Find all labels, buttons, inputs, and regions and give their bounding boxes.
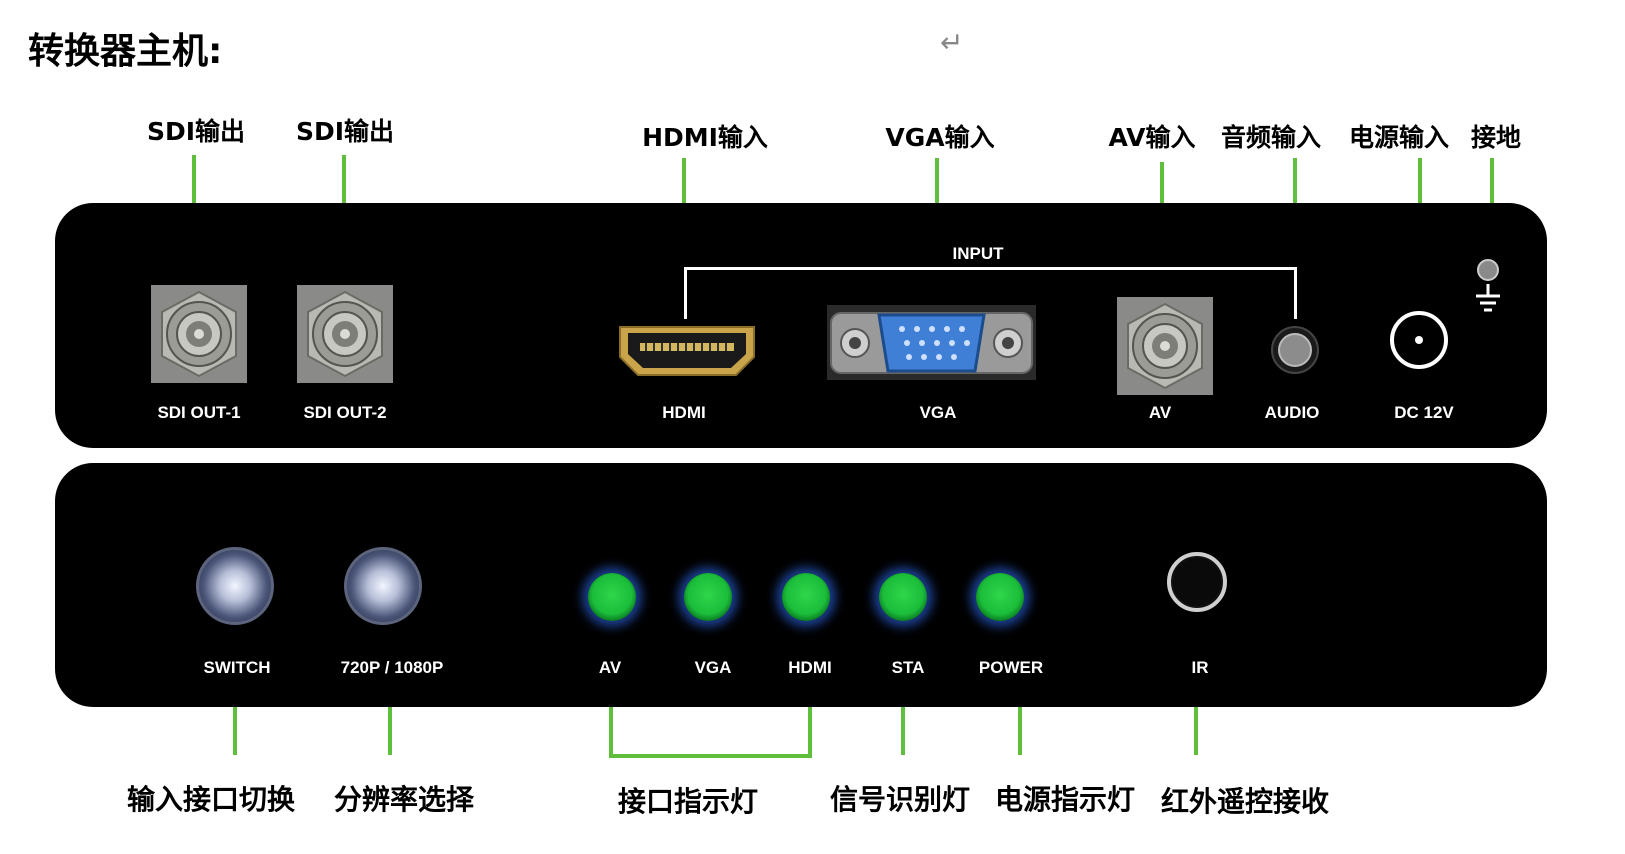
label-sdi-output-2: SDI输出 bbox=[295, 117, 395, 146]
sdi-out-1-connector-icon bbox=[151, 285, 247, 383]
switch-label: SWITCH bbox=[203, 658, 271, 677]
page-title: 转换器主机: bbox=[28, 31, 223, 72]
leader-line bbox=[1490, 158, 1494, 203]
input-group-label: INPUT bbox=[952, 244, 1004, 263]
power-indicator-led bbox=[976, 573, 1024, 621]
vga-port-label: VGA bbox=[919, 403, 957, 422]
label-resolution-select: 分辨率选择 bbox=[333, 783, 475, 816]
label-signal-led: 信号识别灯 bbox=[829, 783, 971, 816]
led-sta-label: STA bbox=[891, 658, 925, 677]
input-bracket bbox=[684, 267, 1297, 319]
leader-line bbox=[1160, 162, 1164, 210]
leader-line bbox=[901, 707, 905, 755]
av-connector-icon bbox=[1117, 297, 1213, 395]
dc-power-jack-icon bbox=[1390, 311, 1448, 373]
ground-terminal-icon bbox=[1473, 258, 1503, 322]
hdmi-port-icon bbox=[618, 323, 756, 381]
resolution-button[interactable] bbox=[344, 547, 422, 625]
leader-line bbox=[388, 707, 392, 755]
leader-line bbox=[935, 158, 939, 206]
av-port-label: AV bbox=[1148, 403, 1172, 422]
sdi-out-1-label: SDI OUT-1 bbox=[157, 403, 241, 422]
vga-indicator-led bbox=[684, 573, 732, 621]
resolution-label: 720P / 1080P bbox=[340, 658, 444, 677]
label-input-switch: 输入接口切换 bbox=[126, 783, 296, 816]
ir-receiver-icon bbox=[1166, 551, 1228, 617]
leader-line bbox=[1293, 158, 1297, 208]
leader-line bbox=[342, 155, 346, 203]
ir-label: IR bbox=[1191, 658, 1209, 677]
leader-line bbox=[1194, 707, 1198, 755]
return-mark-icon: ↵ bbox=[940, 26, 964, 59]
audio-jack-icon bbox=[1270, 325, 1320, 379]
leader-line bbox=[609, 707, 613, 757]
label-sdi-output-1: SDI输出 bbox=[146, 117, 246, 146]
hdmi-indicator-led bbox=[782, 573, 830, 621]
led-av-label: AV bbox=[598, 658, 622, 677]
label-power-input: 电源输入 bbox=[1348, 123, 1450, 152]
sdi-out-2-connector-icon bbox=[297, 285, 393, 383]
rear-panel bbox=[55, 203, 1547, 448]
label-ground: 接地 bbox=[1470, 123, 1522, 152]
label-power-led: 电源指示灯 bbox=[994, 783, 1136, 816]
leader-line bbox=[233, 707, 237, 755]
sdi-out-2-label: SDI OUT-2 bbox=[303, 403, 387, 422]
vga-port-icon bbox=[827, 305, 1036, 380]
switch-button[interactable] bbox=[196, 547, 274, 625]
label-audio-input: 音频输入 bbox=[1220, 123, 1322, 152]
dc-port-label: DC 12V bbox=[1394, 403, 1454, 422]
leader-line bbox=[192, 155, 196, 203]
audio-port-label: AUDIO bbox=[1264, 403, 1320, 422]
label-av-input: AV输入 bbox=[1108, 123, 1196, 152]
leader-line bbox=[682, 158, 686, 206]
leader-line bbox=[808, 707, 812, 757]
sta-indicator-led bbox=[879, 573, 927, 621]
label-ir-receiver: 红外遥控接收 bbox=[1160, 785, 1330, 818]
leader-line bbox=[1018, 707, 1022, 755]
label-interface-leds: 接口指示灯 bbox=[617, 785, 759, 818]
leader-line bbox=[1418, 158, 1422, 208]
led-hdmi-label: HDMI bbox=[788, 658, 832, 677]
led-vga-label: VGA bbox=[694, 658, 732, 677]
label-vga-input: VGA输入 bbox=[885, 123, 995, 152]
leader-bracket bbox=[609, 754, 812, 758]
av-indicator-led bbox=[588, 573, 636, 621]
led-power-label: POWER bbox=[978, 658, 1044, 677]
hdmi-port-label: HDMI bbox=[662, 403, 706, 422]
label-hdmi-input: HDMI输入 bbox=[642, 123, 768, 152]
